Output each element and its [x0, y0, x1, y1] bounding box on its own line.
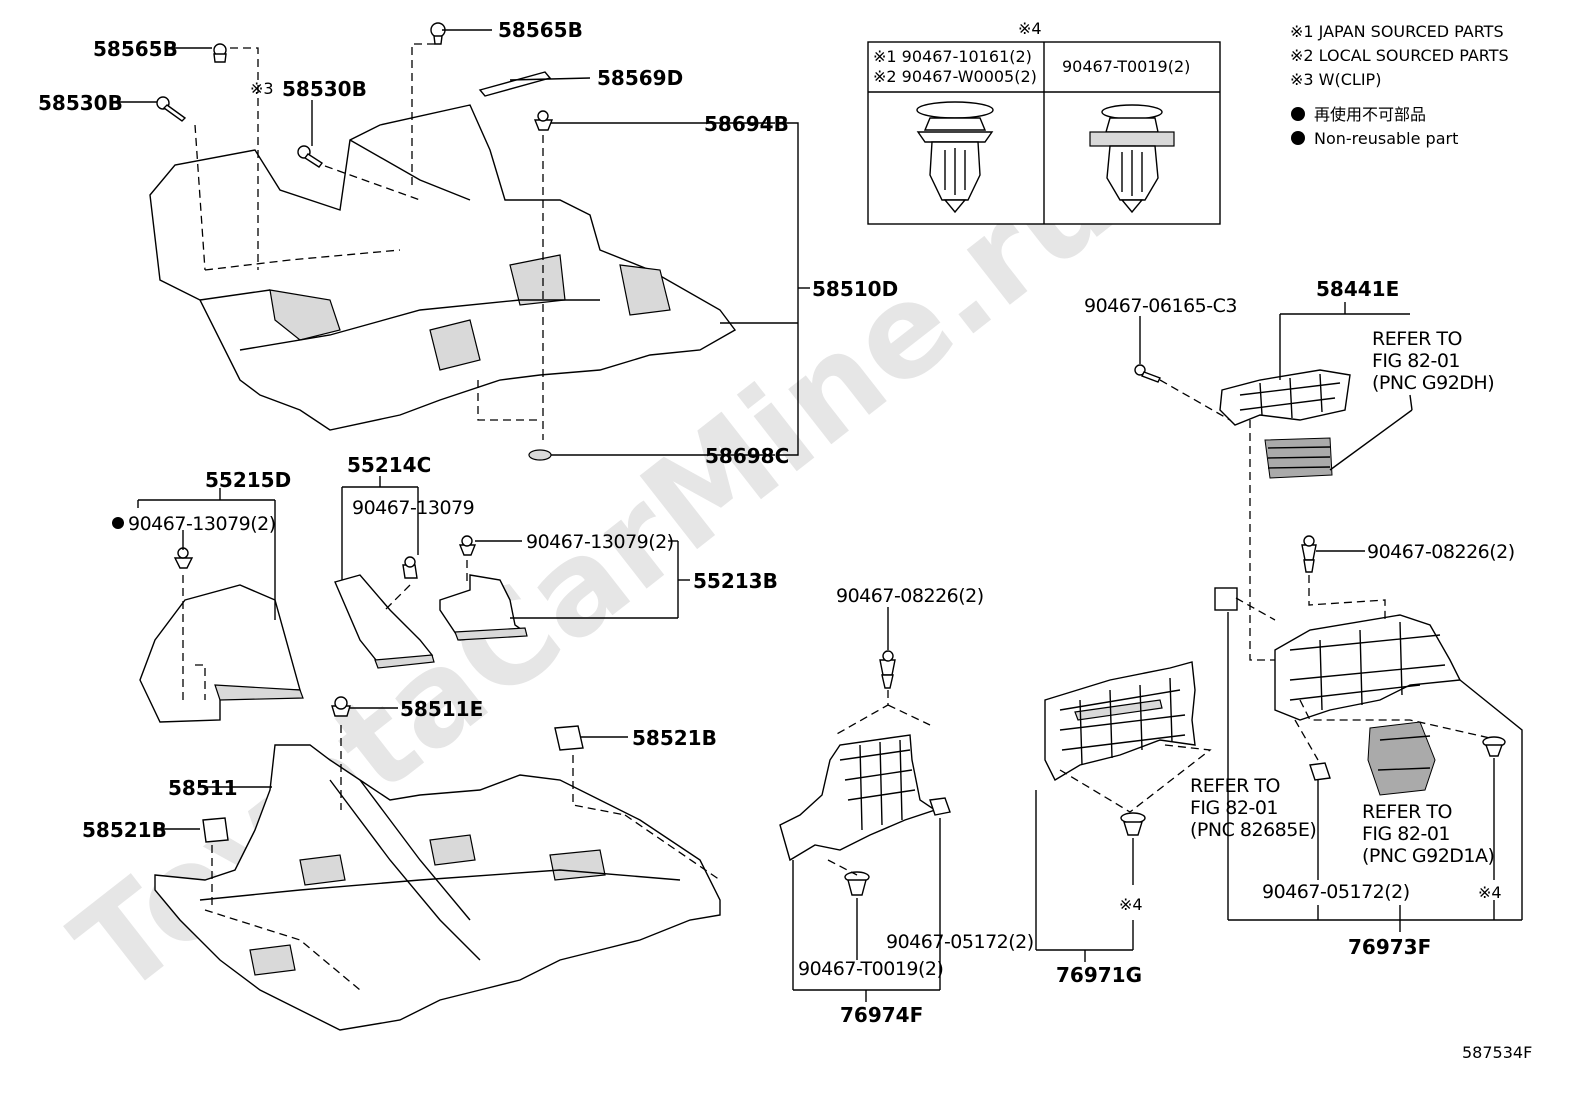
label-58565B-left: 58565B — [93, 37, 178, 61]
part-76971G — [1044, 661, 1196, 836]
clip-90467-08226-right — [1301, 535, 1317, 573]
clip-58565B-top — [430, 22, 446, 45]
part-55213B — [439, 535, 528, 641]
screw-58530B-mid — [297, 145, 324, 168]
label-58565B-top: 58565B — [498, 18, 583, 42]
part-76973F — [1214, 535, 1506, 796]
clip-58521B-left — [202, 817, 229, 843]
clip-90467-05172-mid — [929, 797, 951, 816]
label-55215D: 55215D — [205, 468, 291, 492]
clip-90467-13079-left — [173, 547, 194, 569]
refer3-line1: REFER TO — [1362, 801, 1452, 823]
clip-table-col1-line1: ※1 90467-10161(2) — [873, 47, 1032, 66]
clip-table: ※4 ※1 90467-10161(2) ※2 90467-W0005(2) 9… — [867, 19, 1221, 225]
label-58530B-left: 58530B — [38, 91, 123, 115]
clip-58698C — [528, 449, 552, 461]
part-76974F — [779, 650, 951, 896]
label-90467-13079-2-left: 90467-13079(2) — [128, 513, 276, 535]
label-55213B: 55213B — [693, 569, 778, 593]
label-58530B-mid: 58530B — [282, 77, 367, 101]
clip-58521B-right — [554, 725, 584, 751]
non-reusable-dot-icon — [1291, 131, 1305, 145]
part-58441E — [1134, 364, 1351, 479]
legend-nonreusable-en: Non-reusable part — [1314, 129, 1458, 148]
label-58694B: 58694B — [704, 112, 789, 136]
mark-4-left: ※4 — [1119, 895, 1143, 914]
clip-table-title: ※4 — [1018, 19, 1042, 38]
legend-local: ※2 LOCAL SOURCED PARTS — [1290, 46, 1509, 65]
refer2-line2: FIG 82-01 — [1190, 797, 1278, 819]
legend-japan: ※1 JAPAN SOURCED PARTS — [1290, 22, 1504, 41]
clip-drawing-1 — [916, 101, 994, 214]
clip-table-col1-line2: ※2 90467-W0005(2) — [873, 67, 1037, 86]
label-58511: 58511 — [168, 776, 238, 800]
clip-58694B — [533, 110, 554, 131]
label-58569D: 58569D — [597, 66, 683, 90]
label-90467-05172-mid: 90467-05172(2) — [886, 931, 1034, 953]
label-76974F: 76974F — [840, 1003, 923, 1027]
clip-58511E — [331, 696, 351, 717]
label-58698C: 58698C — [705, 444, 789, 468]
mark-3: ※3 — [250, 79, 274, 98]
label-90467-T0019: 90467-T0019(2) — [798, 958, 943, 980]
legend-nonreusable-jp: 再使用不可部品 — [1314, 105, 1426, 124]
label-58510D: 58510D — [812, 277, 898, 301]
label-90467-08226-right: 90467-08226(2) — [1367, 541, 1515, 563]
clip-90467-13079-right — [458, 535, 477, 556]
legend-clip: ※3 W(CLIP) — [1290, 70, 1381, 89]
clip-table-col2: 90467-T0019(2) — [1062, 57, 1190, 76]
floor-carpet-front — [149, 104, 737, 431]
label-58441E: 58441E — [1316, 277, 1399, 301]
clip-58565B-left — [213, 43, 227, 63]
label-58511E: 58511E — [400, 697, 483, 721]
clip-76973F — [1482, 736, 1506, 757]
non-reusable-dot-icon — [112, 517, 124, 529]
figure-code: 587534F — [1462, 1043, 1532, 1062]
clip-drawing-2 — [1089, 104, 1175, 214]
clip-90467-05172-right — [1309, 762, 1331, 781]
part-58569D — [478, 71, 552, 97]
label-90467-06165-C3: 90467-06165-C3 — [1084, 295, 1237, 317]
refer2-line3: (PNC 82685E) — [1190, 819, 1316, 841]
label-55214C: 55214C — [347, 453, 431, 477]
label-90467-05172-right: 90467-05172(2) — [1262, 881, 1410, 903]
mark-4-right: ※4 — [1478, 883, 1502, 902]
part-55215D — [139, 547, 304, 723]
screw-58530B-left — [156, 96, 187, 122]
clip-76971G — [1120, 812, 1146, 836]
clip-90467-08226-mid — [879, 650, 896, 689]
clip-90467-06165 — [1134, 364, 1161, 383]
refer2-line1: REFER TO — [1190, 775, 1280, 797]
label-58521B-right: 58521B — [632, 726, 717, 750]
label-76973F: 76973F — [1348, 935, 1431, 959]
refer3-line3: (PNC G92D1A) — [1362, 845, 1494, 867]
label-90467-08226-mid: 90467-08226(2) — [836, 585, 984, 607]
part-55214C — [334, 556, 435, 669]
refer1-line2: FIG 82-01 — [1372, 350, 1460, 372]
label-76971G: 76971G — [1056, 963, 1142, 987]
clip-90467-13079-mid — [402, 556, 418, 579]
label-58521B-left: 58521B — [82, 818, 167, 842]
clip-90467-T0019-mid — [844, 871, 870, 896]
non-reusable-dot-icon — [1291, 107, 1305, 121]
refer1-line1: REFER TO — [1372, 328, 1462, 350]
legend: ※1 JAPAN SOURCED PARTS ※2 LOCAL SOURCED … — [1290, 22, 1509, 148]
refer1-line3: (PNC G92DH) — [1372, 372, 1494, 394]
refer3-line2: FIG 82-01 — [1362, 823, 1450, 845]
floor-carpet-rear — [154, 744, 721, 1031]
label-90467-13079-2-right: 90467-13079(2) — [526, 531, 674, 553]
label-90467-13079-mid: 90467-13079 — [352, 497, 474, 519]
